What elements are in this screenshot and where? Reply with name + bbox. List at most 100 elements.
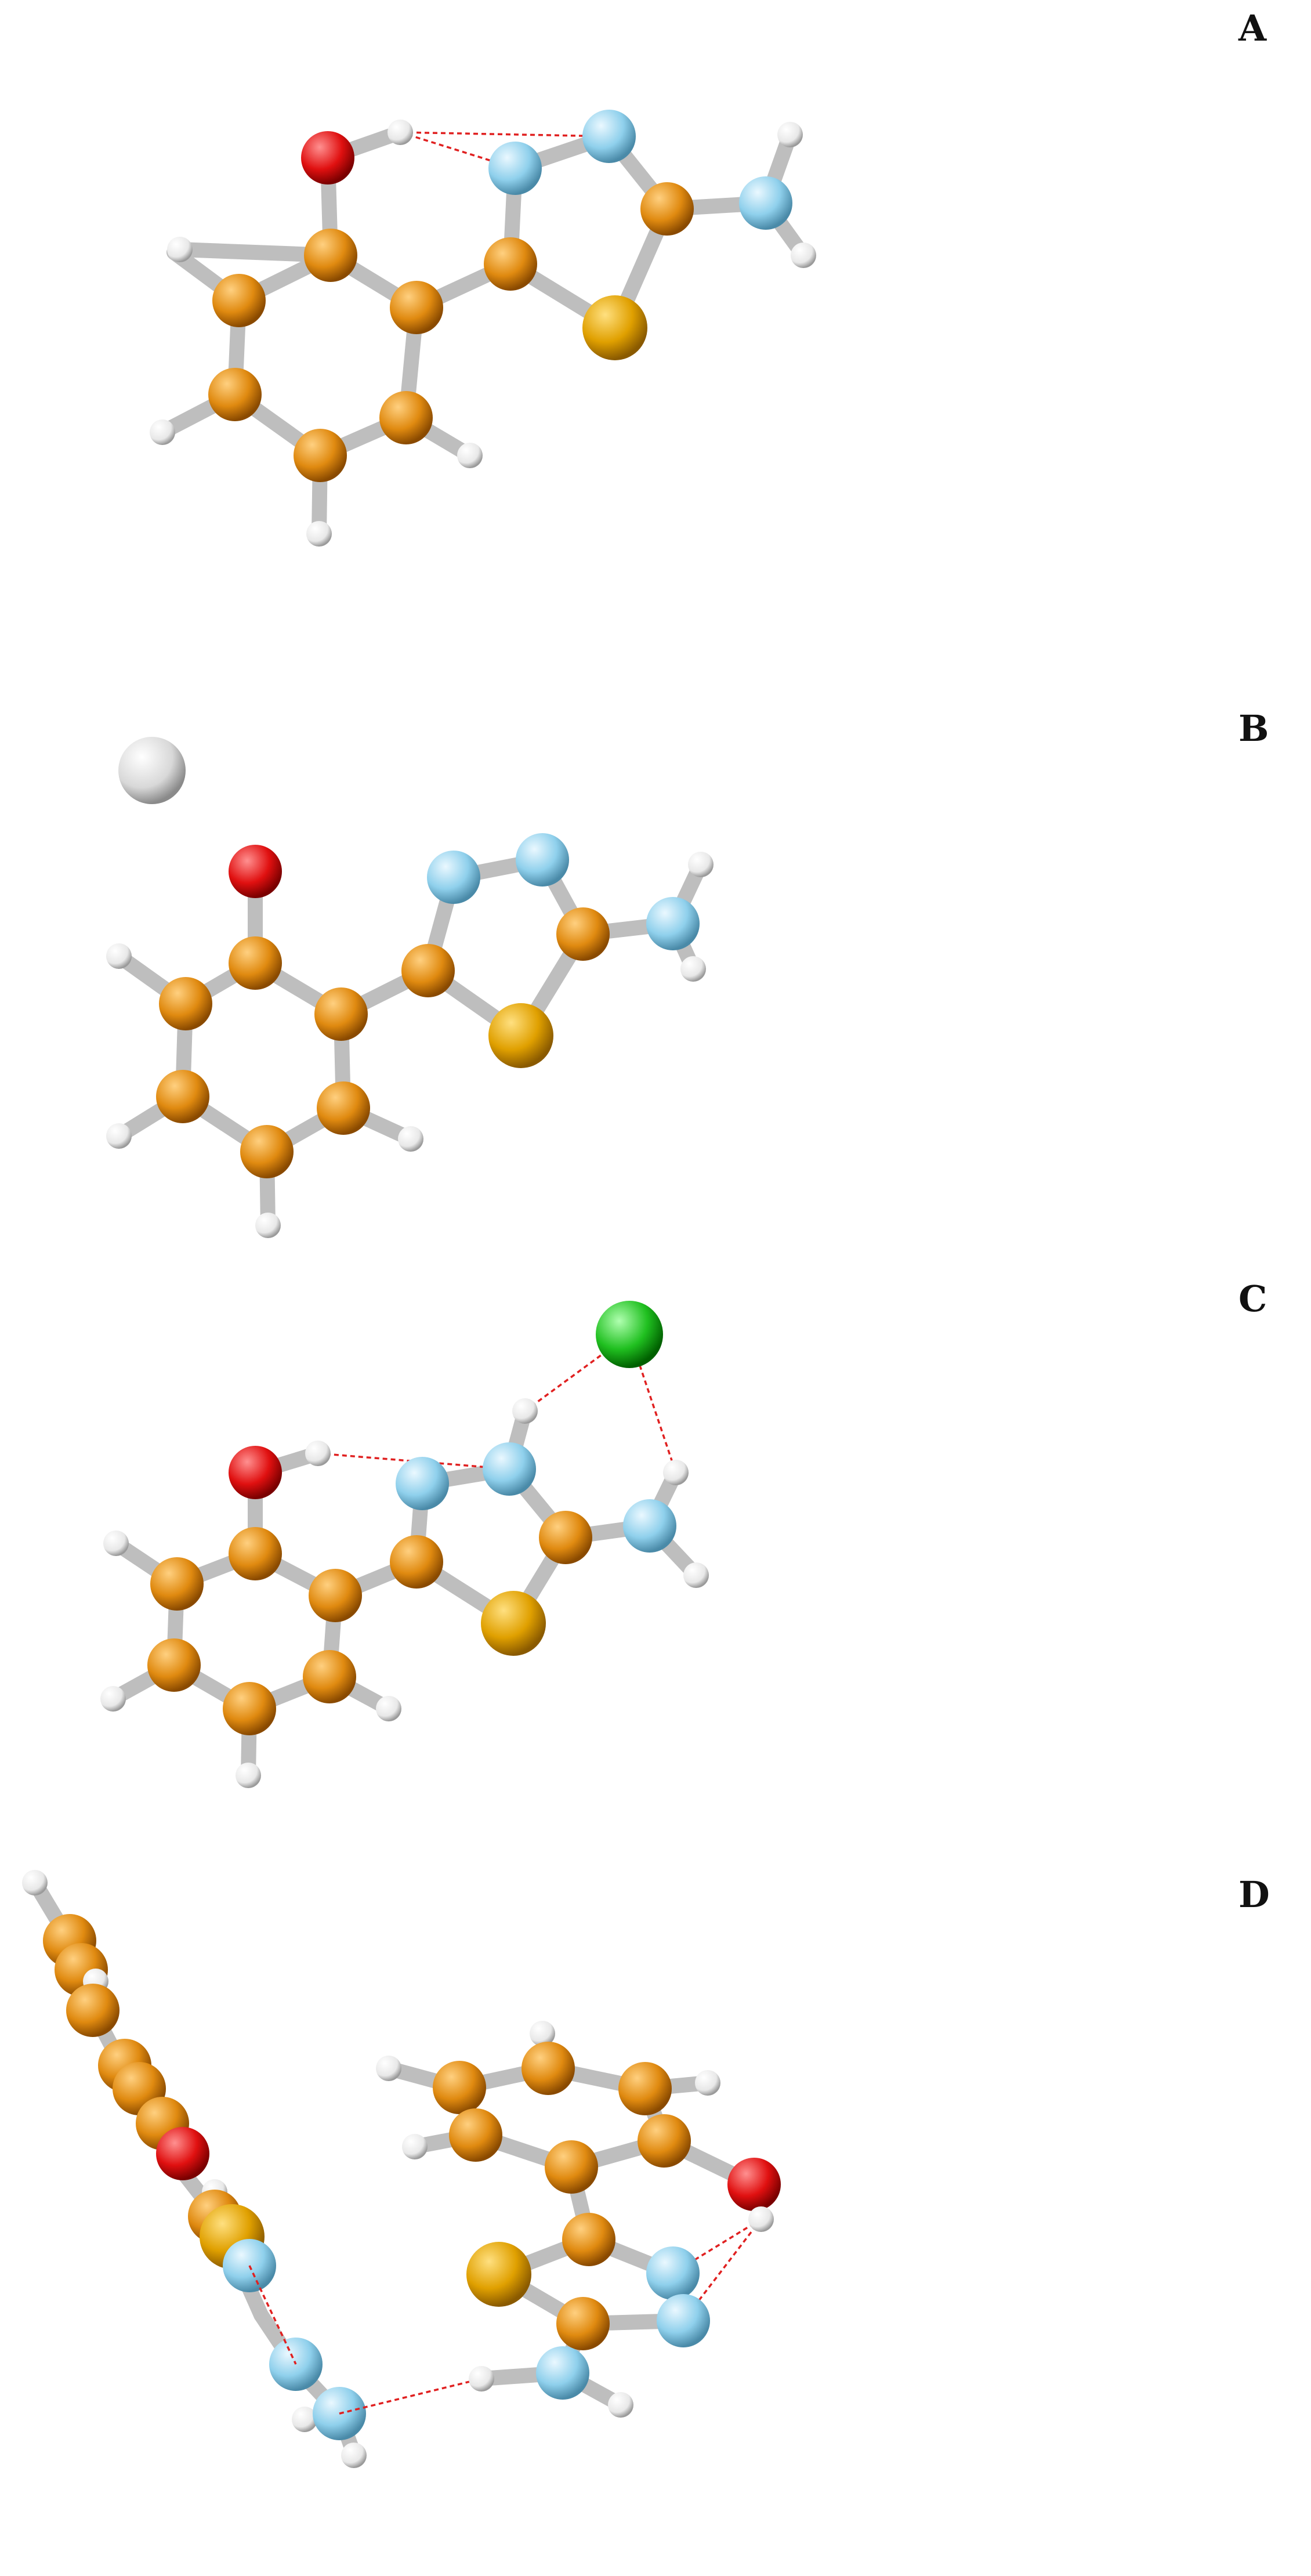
hydrogen-atom: [100, 1686, 126, 1712]
panel-c: C: [0, 1259, 1311, 1839]
hydrogen-atom: [457, 443, 483, 468]
carbon-atom: [147, 1638, 201, 1692]
hydrogen-atom: [680, 956, 706, 982]
hydrogen-atom: [306, 521, 332, 547]
hydrogen-atom: [305, 1441, 331, 1466]
hydrogen-atom: [106, 1123, 132, 1149]
molecule-d: [22, 1870, 781, 2468]
nitrogen-atom: [396, 1457, 449, 1510]
carbon-atom: [390, 281, 443, 334]
carbon-atom: [521, 2042, 575, 2095]
oxygen-atom: [229, 845, 282, 898]
carbon-atom: [449, 2108, 502, 2162]
carbon-atom: [618, 2062, 672, 2115]
carbon-atom: [317, 1081, 370, 1135]
panel-label-d: D: [1238, 1873, 1270, 1916]
carbon-atom: [212, 274, 266, 327]
nitrogen-atom: [483, 1442, 536, 1496]
nitrogen-atom: [427, 851, 480, 904]
hydrogen-atom: [695, 2070, 720, 2096]
nitrogen-atom: [582, 110, 636, 163]
carbon-atom: [484, 237, 537, 291]
oxygen-atom: [727, 2158, 781, 2211]
carbon-atom: [390, 1535, 443, 1589]
carbon-atom: [66, 1984, 119, 2037]
carbon-atom: [433, 2061, 486, 2114]
molecule-b: [106, 737, 714, 1238]
nitrogen-atom: [657, 2294, 710, 2347]
sulfur-atom: [488, 1003, 553, 1068]
nitrogen-atom: [623, 1499, 676, 1553]
carbon-atom: [640, 182, 694, 236]
hydrogen-atom: [683, 1562, 709, 1588]
panel-label-a: A: [1238, 7, 1267, 49]
carbon-atom: [556, 907, 610, 961]
nitrogen-atom: [646, 2246, 700, 2300]
hydrogen-atom: [255, 1213, 281, 1238]
hydrogen-atom: [103, 1531, 129, 1556]
carbon-atom: [208, 368, 262, 421]
molecule-a: [150, 110, 816, 547]
carbon-atom: [401, 944, 455, 997]
carbon-atom: [314, 987, 368, 1041]
atoms-a: [150, 110, 816, 547]
panel-b: B: [0, 696, 1311, 1276]
hydrogen-atom: [292, 2407, 317, 2432]
nitrogen-atom: [646, 897, 700, 950]
nitrogen-atom: [536, 2346, 589, 2400]
carbon-atom: [303, 1650, 356, 1703]
carbon-atom: [223, 1682, 276, 1735]
atoms-b: [106, 737, 714, 1238]
carbon-atom: [379, 391, 433, 444]
hydrogen-atom: [398, 1126, 423, 1152]
hydrogen-atom: [791, 243, 816, 268]
hydrogen-atom: [341, 2443, 367, 2468]
carbon-atom: [156, 1070, 209, 1123]
chlorine-atom: [596, 1301, 663, 1368]
nitrogen-atom: [488, 142, 542, 195]
sulfur-atom: [481, 1591, 546, 1656]
hydrogen-atom: [688, 852, 714, 877]
hydrogen-atom: [512, 1398, 538, 1424]
hydrogen-atom: [22, 1870, 48, 1895]
hydrogen-atom: [748, 2206, 774, 2232]
carbon-atom: [556, 2297, 610, 2350]
bonds-a: [155, 125, 811, 541]
carbon-atom: [562, 2213, 615, 2266]
nitrogen-atom: [516, 833, 569, 887]
carbon-atom: [240, 1125, 294, 1178]
hydrogen-atom: [150, 419, 175, 445]
hydrogen-atom: [376, 1696, 401, 1721]
carbon-atom: [545, 2140, 598, 2194]
oxygen-atom: [156, 2127, 209, 2180]
carbon-atom: [304, 229, 357, 282]
metal-atom: [118, 737, 186, 804]
hydrogen-atom: [530, 2021, 555, 2046]
hydrogen-atom: [387, 120, 413, 145]
hydrogen-atom: [663, 1460, 689, 1485]
hydrogen-atom: [106, 943, 132, 969]
panel-a: A: [0, 0, 1311, 638]
panel-label-c: C: [1238, 1278, 1267, 1320]
carbon-atom: [159, 977, 212, 1030]
atoms-d-left: [22, 1870, 367, 2468]
carbon-atom: [150, 1557, 204, 1611]
oxygen-atom: [301, 131, 354, 184]
hydrogen-atom: [777, 122, 803, 147]
sulfur-atom: [582, 295, 647, 360]
oxygen-atom: [229, 1446, 282, 1499]
carbon-atom: [229, 936, 282, 990]
bonds-b: [111, 852, 708, 1233]
hydrogen-atom: [376, 2056, 401, 2081]
hydrogen-atom: [167, 237, 193, 262]
hydrogen-atom: [236, 1763, 261, 1788]
sulfur-atom: [466, 2242, 531, 2307]
molecule-c: [100, 1301, 709, 1788]
carbon-atom: [294, 429, 347, 482]
panel-label-b: B: [1238, 707, 1269, 750]
carbon-atom: [309, 1569, 362, 1622]
atoms-d-right: [376, 2021, 781, 2418]
nitrogen-atom: [739, 176, 792, 230]
carbon-atom: [539, 1511, 592, 1564]
hydrogen-atom: [402, 2134, 428, 2159]
